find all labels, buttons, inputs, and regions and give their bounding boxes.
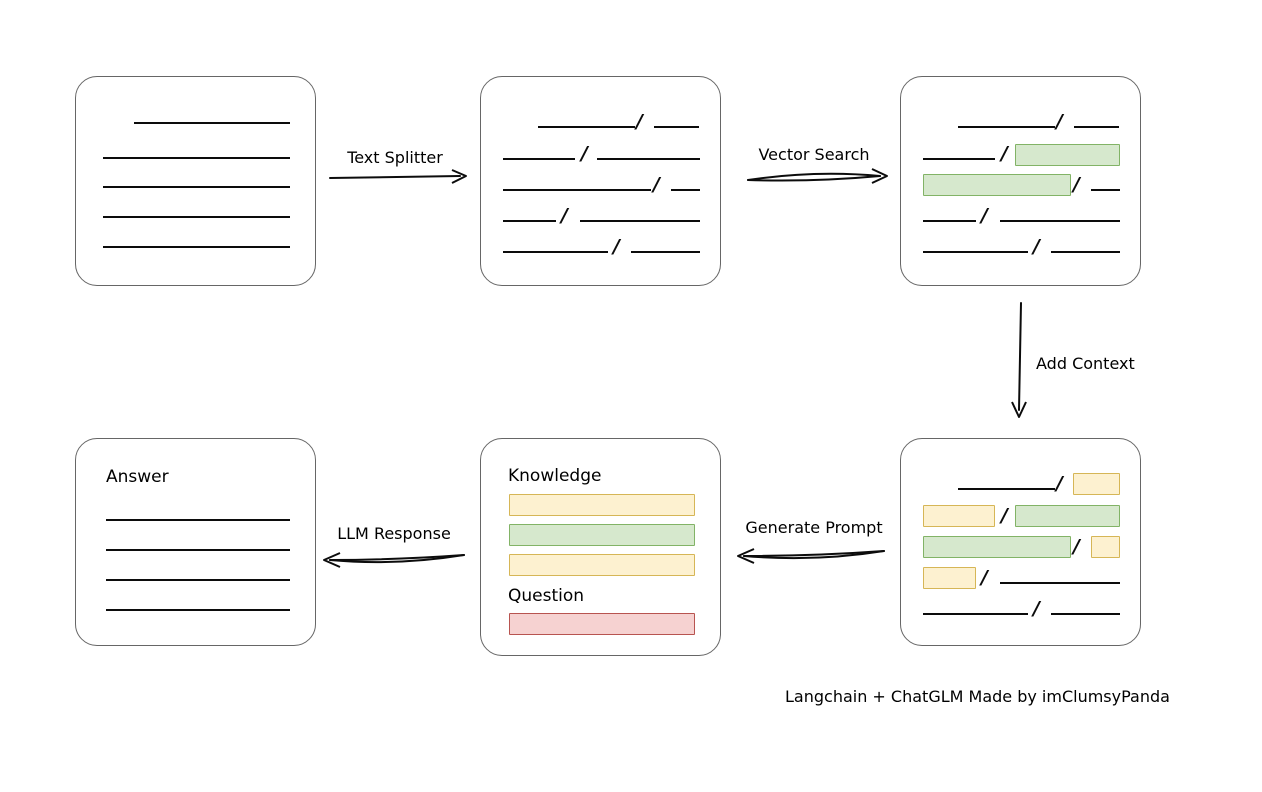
text-line — [597, 158, 700, 160]
highlight-chip-yellow — [1073, 473, 1120, 495]
node-answer[interactable]: Answer — [75, 438, 316, 646]
text-line — [106, 549, 290, 551]
text-line — [1051, 251, 1120, 253]
text-line — [106, 609, 290, 611]
text-line — [631, 251, 700, 253]
prompt-body: Knowledge Question — [481, 439, 720, 655]
add-context-arrow — [1011, 302, 1027, 418]
slash-glyph: / — [1073, 535, 1080, 558]
highlight-chip-green — [923, 536, 1071, 558]
text-line — [1051, 613, 1120, 615]
text-line — [671, 189, 700, 191]
text-line — [106, 519, 290, 521]
text-line — [103, 246, 290, 248]
text-line — [1000, 582, 1120, 584]
text-line — [958, 488, 1055, 490]
slash-glyph: / — [981, 204, 988, 227]
slash-glyph: / — [1056, 472, 1063, 495]
highlight-chip-green — [1015, 144, 1120, 166]
slash-glyph: / — [636, 110, 643, 133]
text-line — [503, 158, 575, 160]
text-line — [923, 613, 1028, 615]
text-line — [103, 216, 290, 218]
vector-search-arrow — [747, 168, 888, 184]
text-line — [503, 220, 556, 222]
edge-label-text-splitter: Text Splitter — [347, 148, 443, 167]
node-context-chunks[interactable]: / / / / / — [900, 438, 1141, 646]
prompt-question-label: Question — [508, 586, 585, 606]
text-line — [134, 122, 290, 124]
text-line — [1000, 220, 1120, 222]
slash-glyph: / — [1056, 110, 1063, 133]
text-line — [654, 126, 699, 128]
question-chip-red — [509, 613, 695, 635]
slash-glyph: / — [1001, 142, 1008, 165]
llm-response-arrow — [323, 552, 465, 568]
knowledge-chip-yellow-2 — [509, 554, 695, 576]
slash-glyph: / — [581, 142, 588, 165]
slash-glyph: / — [1073, 173, 1080, 196]
text-line — [503, 251, 608, 253]
slash-glyph: / — [613, 235, 620, 258]
text-line — [103, 186, 290, 188]
node-retrieved-chunks[interactable]: / / / / / — [900, 76, 1141, 286]
edge-label-vector-search: Vector Search — [758, 145, 870, 164]
knowledge-chip-yellow-1 — [509, 494, 695, 516]
slash-glyph: / — [1033, 597, 1040, 620]
answer-label: Answer — [106, 467, 169, 487]
node-split-chunks[interactable]: / / / / / — [480, 76, 721, 286]
text-line — [103, 157, 290, 159]
edge-label-generate-prompt: Generate Prompt — [745, 518, 883, 537]
source-document-lines — [76, 77, 315, 285]
prompt-knowledge-label: Knowledge — [508, 466, 602, 486]
edge-label-add-context: Add Context — [1036, 354, 1135, 373]
slash-glyph: / — [981, 566, 988, 589]
highlight-chip-yellow — [1091, 536, 1120, 558]
text-line — [923, 220, 976, 222]
knowledge-chip-green-1 — [509, 524, 695, 546]
text-line — [1091, 189, 1120, 191]
slash-glyph: / — [561, 204, 568, 227]
generate-prompt-arrow — [737, 548, 885, 564]
split-chunks-lines: / / / / / — [481, 77, 720, 285]
text-line — [538, 126, 635, 128]
text-line — [958, 126, 1055, 128]
answer-body: Answer — [76, 439, 315, 645]
highlight-chip-yellow — [923, 567, 976, 589]
slash-glyph: / — [653, 173, 660, 196]
text-splitter-arrow — [329, 169, 467, 184]
text-line — [923, 251, 1028, 253]
node-prompt[interactable]: Knowledge Question — [480, 438, 721, 656]
edge-label-llm-response: LLM Response — [337, 524, 451, 543]
node-source-document[interactable] — [75, 76, 316, 286]
diagram-caption: Langchain + ChatGLM Made by imClumsyPand… — [785, 687, 1170, 706]
highlight-chip-green — [923, 174, 1071, 196]
slash-glyph: / — [1001, 504, 1008, 527]
retrieved-chunks-lines: / / / / / — [901, 77, 1140, 285]
text-line — [503, 189, 651, 191]
text-line — [1074, 126, 1119, 128]
text-line — [923, 158, 995, 160]
slash-glyph: / — [1033, 235, 1040, 258]
context-chunks-lines: / / / / / — [901, 439, 1140, 645]
text-line — [580, 220, 700, 222]
highlight-chip-green — [1015, 505, 1120, 527]
highlight-chip-yellow — [923, 505, 995, 527]
text-line — [106, 579, 290, 581]
